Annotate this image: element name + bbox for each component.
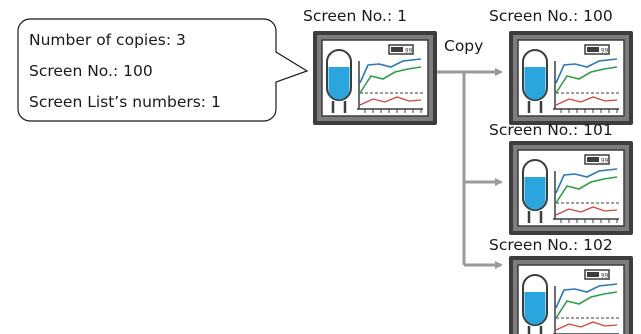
copy-screen-101-label: Screen No.: 101	[489, 121, 613, 139]
callout-bubble	[17, 18, 309, 122]
source-screen-label: Screen No.: 1	[303, 7, 407, 25]
copy-label: Copy	[444, 37, 483, 55]
copy-screen-101-thumbnail	[507, 139, 635, 237]
source-screen-thumbnail	[311, 29, 439, 127]
copy-screen-102-thumbnail	[507, 254, 635, 334]
callout-list-numbers: Screen List’s numbers: 1	[29, 93, 221, 111]
copy-screen-100-label: Screen No.: 100	[489, 7, 613, 25]
copy-screen-102-label: Screen No.: 102	[489, 236, 613, 254]
callout-screen-number: Screen No.: 100	[29, 62, 153, 80]
callout-copies-count: Number of copies: 3	[29, 31, 186, 49]
copy-screen-100-thumbnail	[507, 29, 635, 127]
copy-arrows	[437, 68, 503, 269]
